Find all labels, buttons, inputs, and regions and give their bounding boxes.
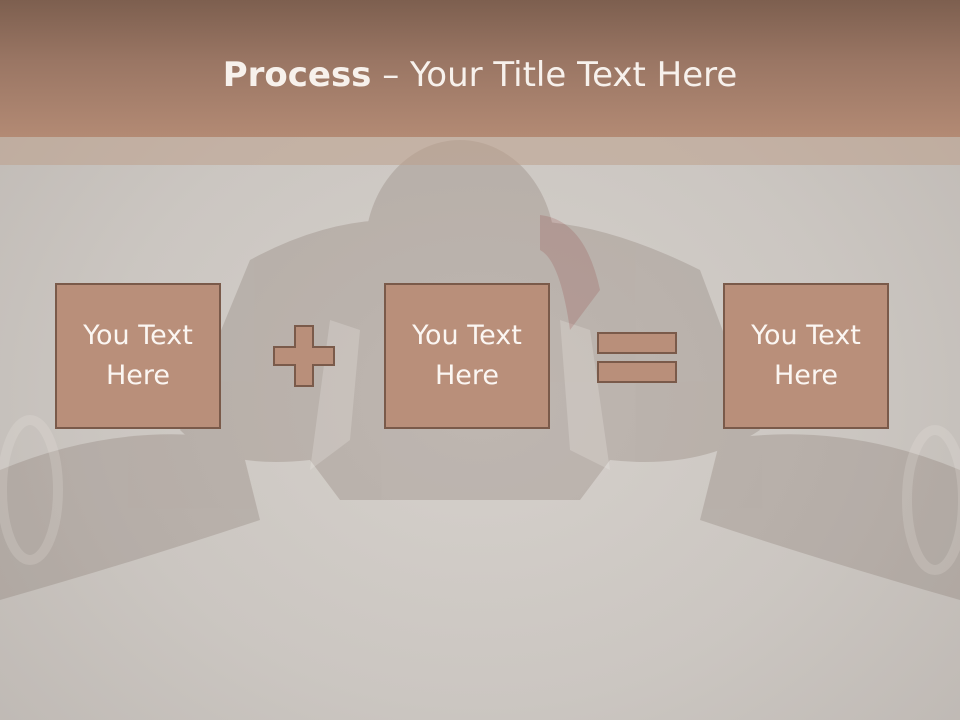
slide-title: Process – Your Title Text Here (0, 52, 960, 98)
process-box-2: You Text Here (384, 283, 550, 429)
process-box-1: You Text Here (55, 283, 221, 429)
equals-icon (597, 332, 677, 383)
title-strip (0, 137, 960, 165)
plus-icon (273, 325, 335, 387)
process-box-3: You Text Here (723, 283, 889, 429)
title-rest: – Your Title Text Here (371, 55, 738, 95)
title-band (0, 0, 960, 137)
title-bold: Process (222, 55, 372, 95)
